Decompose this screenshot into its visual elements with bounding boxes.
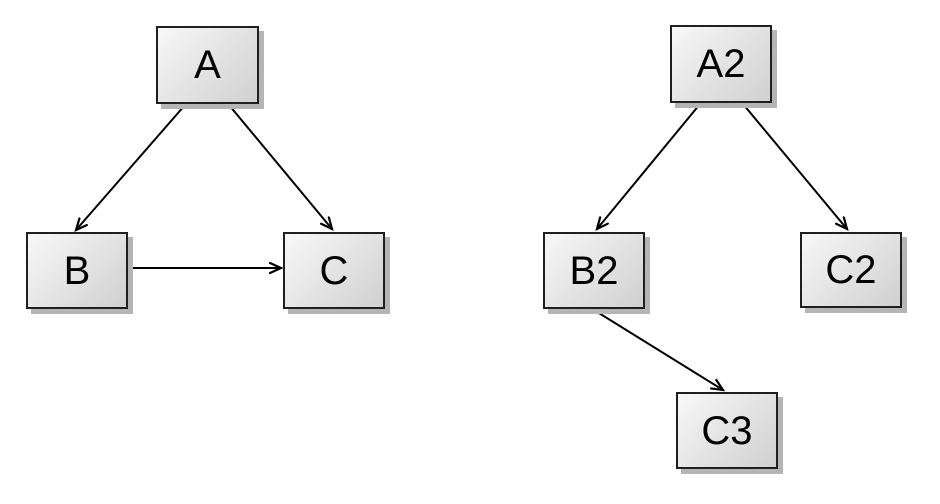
edge-A-C[interactable]: [228, 104, 332, 229]
node-label: A2: [696, 42, 746, 86]
node-label: B2: [569, 248, 619, 293]
node-label: C: [319, 248, 349, 293]
node-label: A: [194, 43, 221, 87]
edge-B2-C3[interactable]: [593, 309, 723, 390]
node-label: C2: [825, 248, 877, 292]
node-label: C3: [701, 408, 753, 453]
node-C[interactable]: C: [283, 232, 385, 309]
node-C2[interactable]: C2: [800, 232, 902, 308]
edge-A-B[interactable]: [76, 104, 186, 230]
node-A2[interactable]: A2: [670, 25, 772, 103]
edge-A2-C2[interactable]: [742, 103, 847, 229]
node-B[interactable]: B: [26, 232, 128, 309]
node-B2[interactable]: B2: [543, 232, 645, 309]
edge-A2-B2[interactable]: [597, 103, 701, 229]
node-C3[interactable]: C3: [676, 392, 778, 469]
node-A[interactable]: A: [156, 26, 259, 104]
node-label: B: [63, 248, 91, 293]
